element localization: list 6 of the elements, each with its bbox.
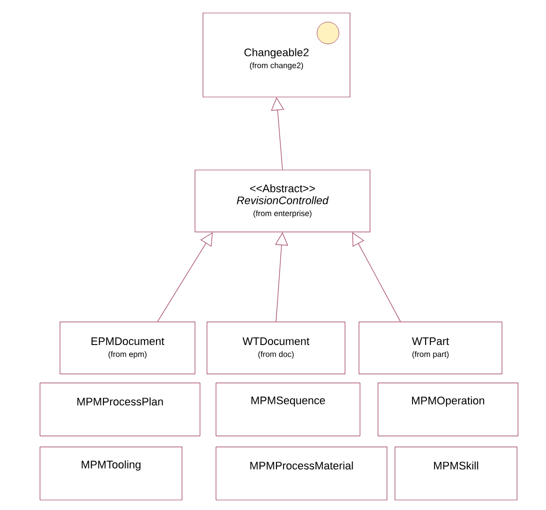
class-box: MPMProcessMaterial [216,446,388,500]
class-box: MPMSkill [394,446,518,500]
class-box: MPMProcessPlan [40,382,200,436]
class-box: MPMOperation [378,382,518,436]
class-box: MPMSequence [216,382,360,436]
class-box: MPMTooling [40,446,182,500]
